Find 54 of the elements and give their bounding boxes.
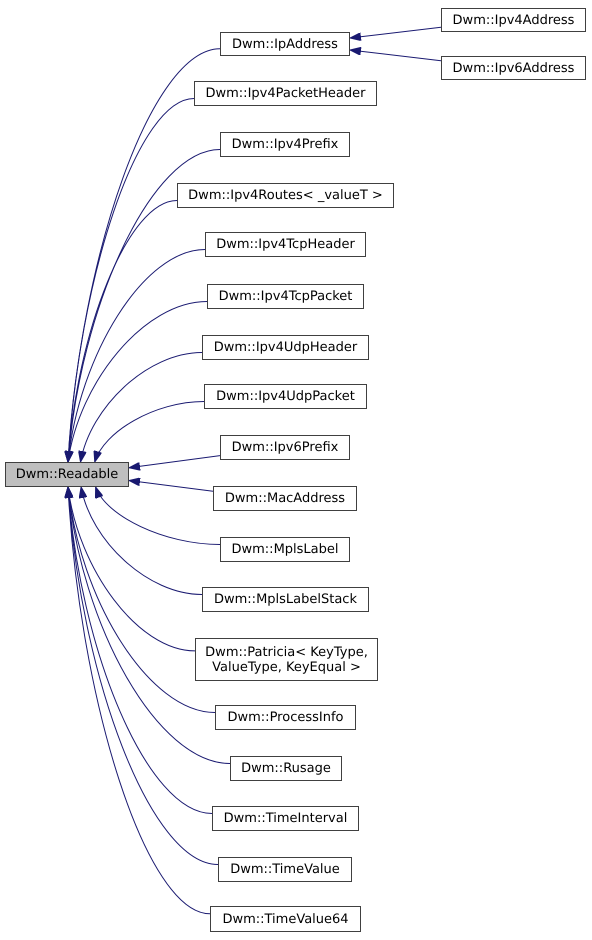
class-box	[207, 284, 364, 309]
class-name: Dwm::Ipv4UdpPacket	[216, 389, 355, 404]
class-name: Dwm::Ipv6Prefix	[232, 440, 338, 455]
class-name: Dwm::Ipv4Prefix	[232, 137, 338, 152]
class-name: Dwm::MplsLabel	[232, 542, 338, 557]
selected-class-box	[5, 462, 129, 487]
class-box	[220, 537, 350, 562]
class-box	[213, 486, 357, 511]
class-name: Dwm::Ipv4Address	[452, 12, 574, 28]
inheritance-arrow	[79, 486, 202, 595]
class-box	[177, 183, 394, 208]
inheritance-arrow	[78, 352, 202, 462]
inheritance-arrow	[64, 200, 178, 462]
class-name: Dwm::Patricia< KeyType, ValueType, KeyEqual >	[204, 644, 369, 674]
class-box	[194, 81, 377, 106]
class-name: Dwm::IpAddress	[232, 36, 338, 52]
class-box	[441, 8, 586, 32]
inheritance-arrow	[350, 26, 442, 42]
class-name: Dwm::Ipv4Routes< _valueT >	[188, 188, 383, 203]
class-name: Dwm::MplsLabelStack	[214, 592, 357, 607]
class-name: Dwm::Readable	[16, 467, 118, 482]
class-box	[441, 56, 586, 80]
class-name: Dwm::Ipv4TcpHeader	[216, 237, 355, 252]
class-box	[220, 132, 350, 157]
class-name: Dwm::Ipv4UdpHeader	[214, 340, 358, 355]
class-name: Dwm::Rusage	[241, 761, 331, 776]
class-name: Dwm::MacAddress	[224, 491, 346, 506]
class-name: Dwm::TimeValue64	[222, 912, 349, 926]
inheritance-arrow	[94, 401, 204, 462]
class-box	[202, 335, 369, 360]
inheritance-arrow	[95, 486, 220, 545]
class-name: Dwm::Ipv4PacketHeader	[206, 86, 366, 101]
class-box	[202, 587, 369, 612]
class-box	[205, 232, 366, 257]
class-box	[220, 32, 350, 56]
class-name: Dwm::Ipv4TcpPacket	[218, 289, 352, 304]
class-name: Dwm::TimeInterval	[224, 811, 348, 826]
class-name: Dwm::ProcessInfo	[228, 710, 344, 725]
class-box	[220, 435, 350, 460]
class-box	[204, 384, 367, 409]
class-name: Dwm::TimeValue	[230, 862, 340, 877]
class-box	[218, 857, 352, 882]
inheritance-arrow	[128, 455, 220, 471]
inheritance-arrow	[128, 477, 214, 492]
class-box	[215, 705, 356, 730]
inheritance-arrow	[64, 98, 194, 462]
class-box	[230, 756, 342, 781]
class-box	[195, 638, 378, 681]
class-name: Dwm::Ipv6Address	[452, 60, 574, 76]
class-box	[212, 806, 359, 831]
class-box	[210, 906, 361, 932]
inheritance-arrow	[350, 46, 442, 62]
inheritance-arrow	[64, 486, 210, 914]
inheritance-arrow	[66, 301, 208, 462]
